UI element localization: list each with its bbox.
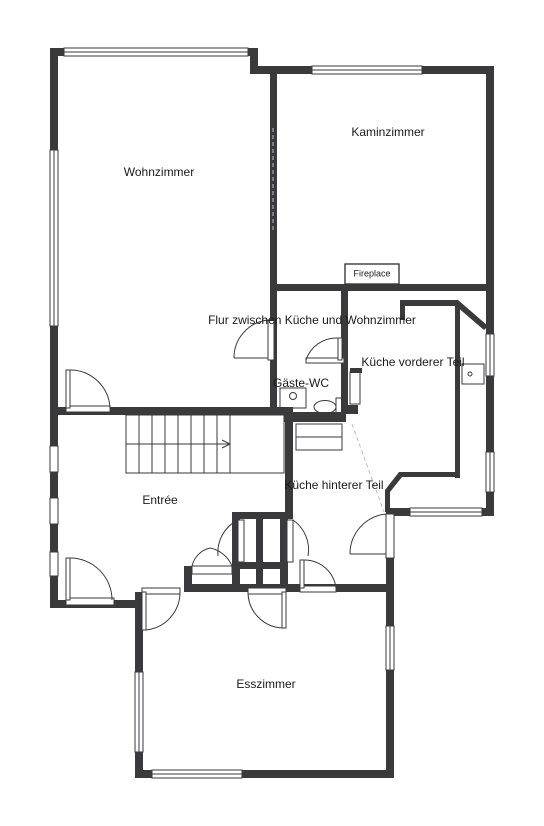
- room-label-gaeste-wc: Gäste-WC: [272, 376, 330, 390]
- kitchen-sink: [461, 363, 485, 385]
- room-label-kaminzimmer: Kaminzimmer: [351, 125, 425, 139]
- toilet: [313, 397, 343, 417]
- room-label-flur: Flur zwischen Küche und Wohnzimmer: [208, 313, 416, 327]
- stairs: [125, 414, 285, 474]
- room-label-entree: Entrée: [142, 493, 178, 507]
- room-label-kueche-vorderer-teil: Küche vorderer Teil: [361, 355, 465, 369]
- dashed-openings: [272, 128, 385, 513]
- washbasin: [279, 387, 307, 409]
- room-label-kueche-hinterer-teil: Küche hinterer Teil: [284, 478, 384, 492]
- fireplace-label: Fireplace: [353, 268, 391, 279]
- room-label-wohnzimmer: Wohnzimmer: [123, 165, 195, 179]
- fireplace-box: [344, 263, 400, 285]
- fixtures: [279, 263, 485, 451]
- wc-cabinet: [349, 371, 361, 405]
- interior-walls: [58, 74, 494, 592]
- windows: [49, 47, 495, 779]
- room-label-esszimmer: Esszimmer: [236, 677, 296, 691]
- doors: [65, 319, 395, 631]
- kitchen-counter: [385, 300, 488, 512]
